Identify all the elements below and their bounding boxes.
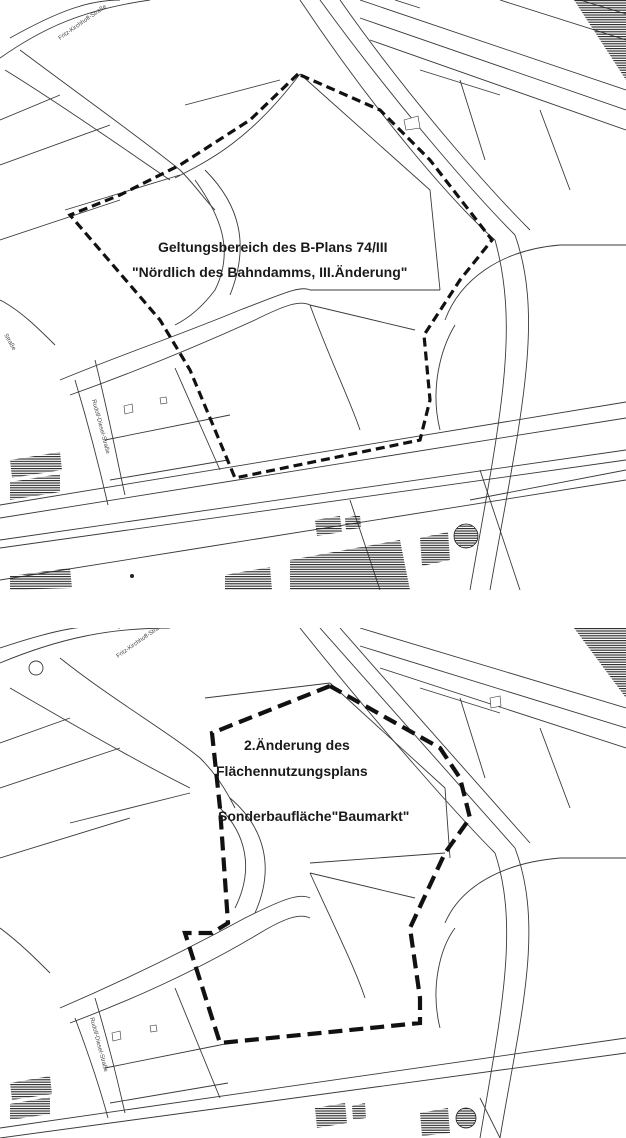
bplan-boundary [67,72,495,480]
base-map-lines-top [0,0,626,590]
fnp-title-line2: Flächennutzungsplans [216,763,368,779]
map-fnp-2-aenderung: Fritz-Kirchhoff-Straße Rudolf-Diesel-Str… [0,628,626,1138]
buildings-bottom [10,628,626,1136]
map-drawing-bottom: Fritz-Kirchhoff-Straße Rudolf-Diesel-Str… [0,628,626,1138]
fnp-title-line1: 2.Änderung des [244,737,350,753]
base-map-lines-bottom [0,628,626,1138]
fnp-title-line3: Sonderbaufläche"Baumarkt" [218,808,409,824]
street-label-diesel-bottom: Rudolf-Diesel-Straße [88,1017,108,1073]
map-bplan-74-iii: Fritz-Kirchhoff-Straße Rudolf-Diesel-Str… [0,0,626,590]
bplan-title-line2: "Nördlich des Bahndamms, III.Änderung" [132,264,407,280]
map-drawing-top: Fritz-Kirchhoff-Straße Rudolf-Diesel-Str… [0,0,626,590]
buildings-top [10,0,626,590]
street-label-fritz-top: Fritz-Kirchhoff-Straße [58,4,109,42]
bplan-title-line1: Geltungsbereich des B-Plans 74/III [158,239,388,255]
street-label-left-top: Straße [2,333,17,352]
street-label-diesel-top: Rudolf-Diesel-Straße [90,399,110,455]
fnp-boundary [182,684,473,1046]
street-label-fritz-bottom: Fritz-Kirchhoff-Straße [116,628,167,660]
